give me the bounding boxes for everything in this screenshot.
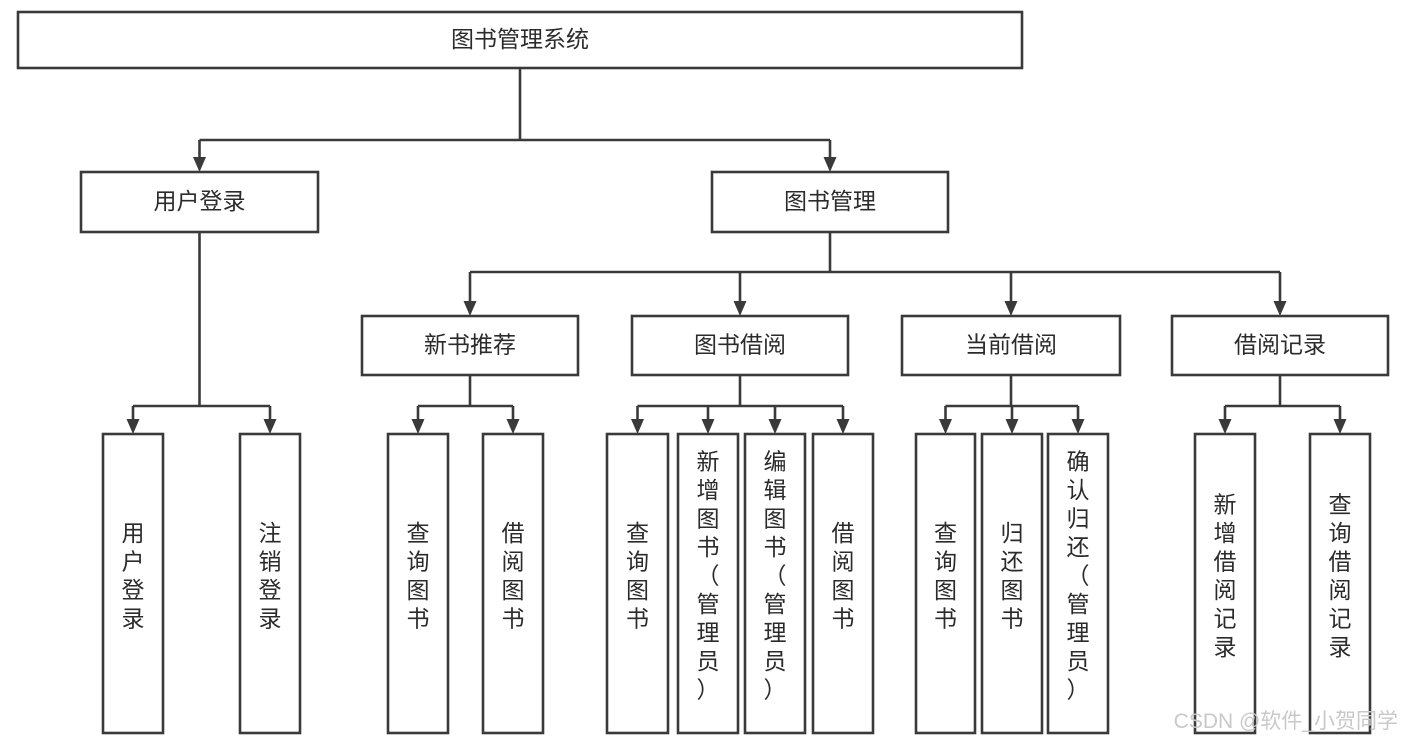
node-label: 图书管理系统 xyxy=(451,26,589,52)
edge-group-user-login xyxy=(126,232,277,434)
node-label: 查询图书 xyxy=(626,520,649,632)
node-box[interactable] xyxy=(101,432,165,735)
arrow-head xyxy=(836,419,850,434)
node-box[interactable] xyxy=(811,432,875,735)
node-current-borrow[interactable]: 当前借阅 xyxy=(900,314,1122,377)
node-label: 新增借阅记录 xyxy=(1214,491,1237,660)
node-label: 确认归还（管理员） xyxy=(1067,449,1090,703)
node-label: 查询借阅记录 xyxy=(1329,491,1352,660)
node-user-login[interactable]: 用户登录 xyxy=(79,170,320,234)
node-label: 借阅图书 xyxy=(502,520,525,632)
node-box[interactable] xyxy=(1046,432,1110,735)
node-label: 归还图书 xyxy=(1001,520,1024,632)
node-box[interactable] xyxy=(676,432,740,735)
node-root[interactable]: 图书管理系统 xyxy=(16,10,1024,70)
node-leaf-edit-book[interactable]: 编辑图书（管理员） xyxy=(743,432,807,735)
node-book-manage[interactable]: 图书管理 xyxy=(710,170,950,234)
node-new-book-rec[interactable]: 新书推荐 xyxy=(360,314,580,377)
node-box[interactable] xyxy=(630,314,850,377)
arrow-head xyxy=(939,419,952,434)
node-box[interactable] xyxy=(238,432,302,735)
arrow-head xyxy=(126,419,140,434)
arrow-head xyxy=(1333,419,1347,434)
node-box[interactable] xyxy=(360,314,580,377)
arrow-head xyxy=(768,419,782,434)
node-label: 用户登录 xyxy=(154,188,246,214)
node-box[interactable] xyxy=(386,432,450,735)
node-box[interactable] xyxy=(79,170,320,234)
arrow-head xyxy=(263,419,277,434)
node-leaf-borrow-book-2[interactable]: 借阅图书 xyxy=(811,432,875,735)
arrow-head xyxy=(1218,419,1232,434)
arrow-head xyxy=(1004,301,1018,316)
node-label: 图书管理 xyxy=(784,188,876,214)
edge-group-current-borrow xyxy=(939,375,1085,434)
arrow-head xyxy=(411,419,425,434)
arrow-head xyxy=(463,301,477,316)
node-label: 新增图书（管理员） xyxy=(697,449,720,703)
node-label: 借阅记录 xyxy=(1234,332,1326,358)
arrow-head xyxy=(1071,419,1085,434)
edge-group-book-manage xyxy=(463,232,1287,316)
node-leaf-query-book-2[interactable]: 查询图书 xyxy=(605,432,670,735)
node-leaf-return-book[interactable]: 归还图书 xyxy=(980,432,1044,735)
node-box[interactable] xyxy=(710,170,950,234)
node-leaf-add-book[interactable]: 新增图书（管理员） xyxy=(676,432,740,735)
arrow-head xyxy=(506,419,520,434)
node-leaf-add-record[interactable]: 新增借阅记录 xyxy=(1193,432,1257,735)
node-label: 查询图书 xyxy=(934,520,957,632)
arrow-head xyxy=(193,157,206,172)
arrow-head xyxy=(631,419,644,434)
node-box[interactable] xyxy=(743,432,807,735)
node-box[interactable] xyxy=(914,432,977,735)
edge-group-new-book-rec xyxy=(411,375,520,434)
arrow-head xyxy=(823,157,837,172)
arrow-head xyxy=(1273,301,1287,316)
node-label: 当前借阅 xyxy=(965,332,1057,358)
node-leaf-borrow-book-1[interactable]: 借阅图书 xyxy=(481,432,545,735)
node-box[interactable] xyxy=(605,432,670,735)
node-leaf-query-book-3[interactable]: 查询图书 xyxy=(914,432,977,735)
node-box[interactable] xyxy=(1193,432,1257,735)
node-box[interactable] xyxy=(1308,432,1372,735)
node-leaf-confirm-return[interactable]: 确认归还（管理员） xyxy=(1046,432,1110,735)
node-borrow-record[interactable]: 借阅记录 xyxy=(1170,314,1390,377)
node-leaf-query-record[interactable]: 查询借阅记录 xyxy=(1308,432,1372,735)
edges-layer xyxy=(126,68,1347,434)
edge-group-book-borrow xyxy=(631,375,850,434)
edge-group-borrow-record xyxy=(1218,375,1347,434)
node-box[interactable] xyxy=(900,314,1122,377)
nodes-layer: 图书管理系统用户登录图书管理新书推荐图书借阅当前借阅借阅记录用户登录注销登录查询… xyxy=(16,10,1390,735)
node-box[interactable] xyxy=(481,432,545,735)
node-box[interactable] xyxy=(16,10,1024,70)
node-box[interactable] xyxy=(1170,314,1390,377)
arrow-head xyxy=(733,301,747,316)
node-label: 新书推荐 xyxy=(424,332,516,358)
node-label: 借阅图书 xyxy=(832,520,855,632)
csdn-watermark: CSDN @软件_小贺同学 xyxy=(1174,710,1398,733)
edge-group-root xyxy=(193,68,837,172)
node-book-borrow[interactable]: 图书借阅 xyxy=(630,314,850,377)
node-label: 注销登录 xyxy=(259,520,282,632)
node-label: 编辑图书（管理员） xyxy=(764,449,787,703)
node-leaf-user-login[interactable]: 用户登录 xyxy=(101,432,165,735)
node-box[interactable] xyxy=(980,432,1044,735)
node-label: 用户登录 xyxy=(122,520,145,632)
node-leaf-query-book-1[interactable]: 查询图书 xyxy=(386,432,450,735)
node-label: 图书借阅 xyxy=(694,332,786,358)
node-label: 查询图书 xyxy=(407,520,430,632)
arrow-head xyxy=(701,419,715,434)
arrow-head xyxy=(1005,419,1019,434)
node-leaf-logout[interactable]: 注销登录 xyxy=(238,432,302,735)
